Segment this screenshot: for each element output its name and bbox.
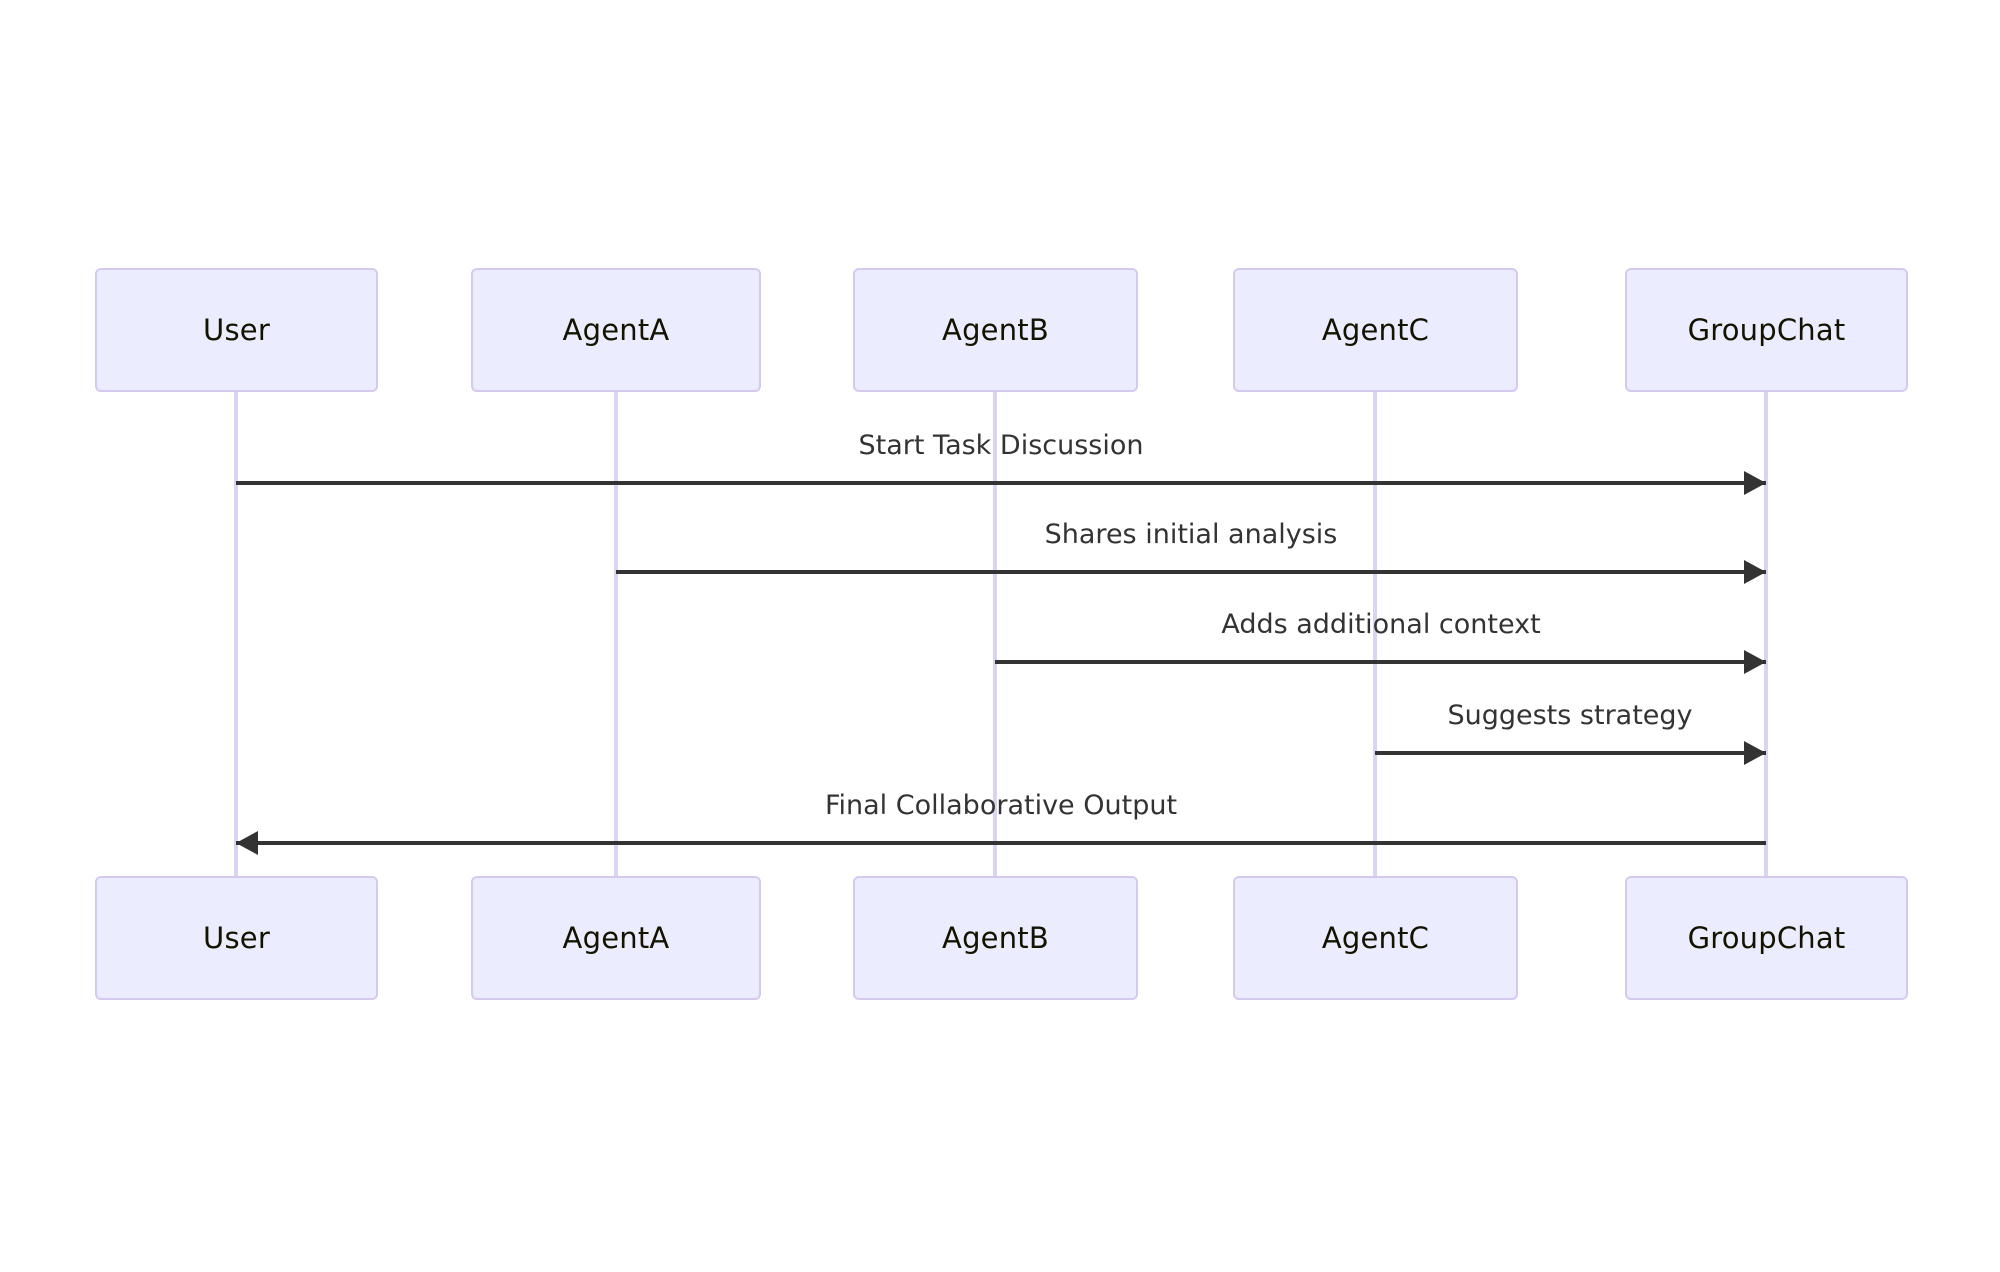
- lifeline-agenta: [614, 392, 618, 876]
- participant-label-agenta: AgentA: [562, 920, 670, 955]
- participant-box-agentb-bottom[interactable]: AgentB: [853, 876, 1138, 1000]
- participant-box-agenta-bottom[interactable]: AgentA: [471, 876, 761, 1000]
- message-arrowhead-3: [1744, 650, 1766, 674]
- lifeline-agentc: [1373, 392, 1377, 876]
- lifeline-groupchat: [1764, 392, 1768, 876]
- message-arrowhead-2: [1744, 560, 1766, 584]
- message-line-4[interactable]: [1375, 751, 1766, 755]
- message-line-5[interactable]: [236, 841, 1766, 845]
- message-arrowhead-5: [236, 831, 258, 855]
- participant-box-agentc-top[interactable]: AgentC: [1233, 268, 1518, 392]
- participant-box-agentb-top[interactable]: AgentB: [853, 268, 1138, 392]
- lifeline-agentb: [993, 392, 997, 876]
- message-label-4: Suggests strategy: [1447, 700, 1693, 731]
- message-line-2[interactable]: [616, 570, 1766, 574]
- participant-box-agenta-top[interactable]: AgentA: [471, 268, 761, 392]
- lifeline-user: [234, 392, 238, 876]
- message-line-1[interactable]: [236, 481, 1766, 485]
- participant-box-user-bottom[interactable]: User: [95, 876, 378, 1000]
- participant-label-agentb: AgentB: [942, 312, 1049, 347]
- message-label-5: Final Collaborative Output: [824, 790, 1178, 821]
- message-arrowhead-4: [1744, 741, 1766, 765]
- participant-label-user: User: [203, 312, 270, 347]
- participant-box-groupchat-bottom[interactable]: GroupChat: [1625, 876, 1908, 1000]
- participant-label-groupchat: GroupChat: [1687, 312, 1846, 347]
- participant-label-agentc: AgentC: [1321, 312, 1430, 347]
- message-label-3: Adds additional context: [1221, 609, 1541, 640]
- message-label-2: Shares initial analysis: [1044, 519, 1338, 550]
- message-label-1: Start Task Discussion: [858, 430, 1144, 461]
- participant-label-agenta: AgentA: [562, 312, 670, 347]
- participant-box-groupchat-top[interactable]: GroupChat: [1625, 268, 1908, 392]
- message-line-3[interactable]: [995, 660, 1766, 664]
- participant-box-user-top[interactable]: User: [95, 268, 378, 392]
- participant-label-agentb: AgentB: [942, 920, 1049, 955]
- participant-label-agentc: AgentC: [1321, 920, 1430, 955]
- message-arrowhead-1: [1744, 471, 1766, 495]
- participant-label-user: User: [203, 920, 270, 955]
- participant-label-groupchat: GroupChat: [1687, 920, 1846, 955]
- participant-box-agentc-bottom[interactable]: AgentC: [1233, 876, 1518, 1000]
